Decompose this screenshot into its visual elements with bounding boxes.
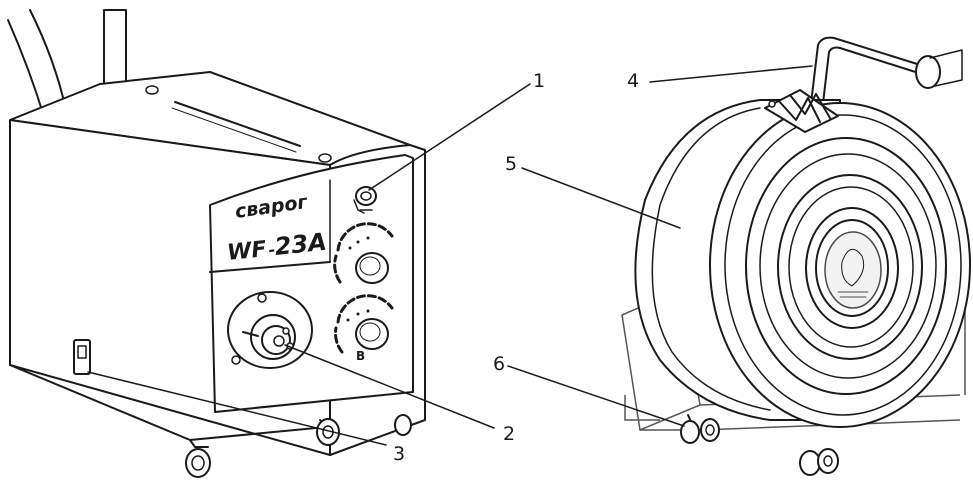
caster-wheel xyxy=(394,414,412,436)
leader-line-6 xyxy=(507,365,685,427)
caster-wheel xyxy=(680,414,720,444)
leader-line-5 xyxy=(521,167,681,229)
gas-test-button[interactable] xyxy=(353,186,377,214)
wire-feeder-unit: сварог WF-23A xyxy=(7,9,426,478)
screw-icon xyxy=(231,355,241,365)
leader-line-1 xyxy=(368,83,531,191)
model-label: WF-23A xyxy=(226,228,328,266)
bolt-icon xyxy=(145,85,159,95)
knob-label: В xyxy=(356,349,365,363)
leader-line-2 xyxy=(284,344,495,429)
power-switch[interactable] xyxy=(73,339,91,375)
front-panel-inner xyxy=(209,154,414,413)
model-prefix: WF xyxy=(226,237,268,266)
leader-line-3 xyxy=(87,371,387,446)
bolt-icon xyxy=(318,153,332,163)
spool-clamp-spring[interactable] xyxy=(764,89,839,133)
screw-icon xyxy=(257,293,267,303)
spool-handle xyxy=(809,36,931,113)
mounting-post xyxy=(103,9,127,91)
callout-4: 4 xyxy=(627,70,639,92)
caster-wheel xyxy=(185,439,211,478)
model-number: 23A xyxy=(273,228,328,261)
callouts: 1 2 3 4 5 6 xyxy=(87,65,813,465)
callout-3: 3 xyxy=(393,443,405,465)
callout-5: 5 xyxy=(505,153,517,175)
spool-hub-label xyxy=(824,231,882,309)
callout-1: 1 xyxy=(533,70,545,92)
voltage-knob[interactable]: В xyxy=(334,294,394,363)
caster-wheel xyxy=(799,448,839,476)
callout-2: 2 xyxy=(503,423,515,445)
wire-speed-knob[interactable] xyxy=(333,222,394,284)
cable-hose xyxy=(7,19,46,121)
leader-line-4 xyxy=(649,65,813,83)
caster-wheel xyxy=(316,418,340,446)
callout-6: 6 xyxy=(493,353,505,375)
wire-spool-assembly xyxy=(621,36,971,476)
euro-connector[interactable] xyxy=(227,291,313,369)
